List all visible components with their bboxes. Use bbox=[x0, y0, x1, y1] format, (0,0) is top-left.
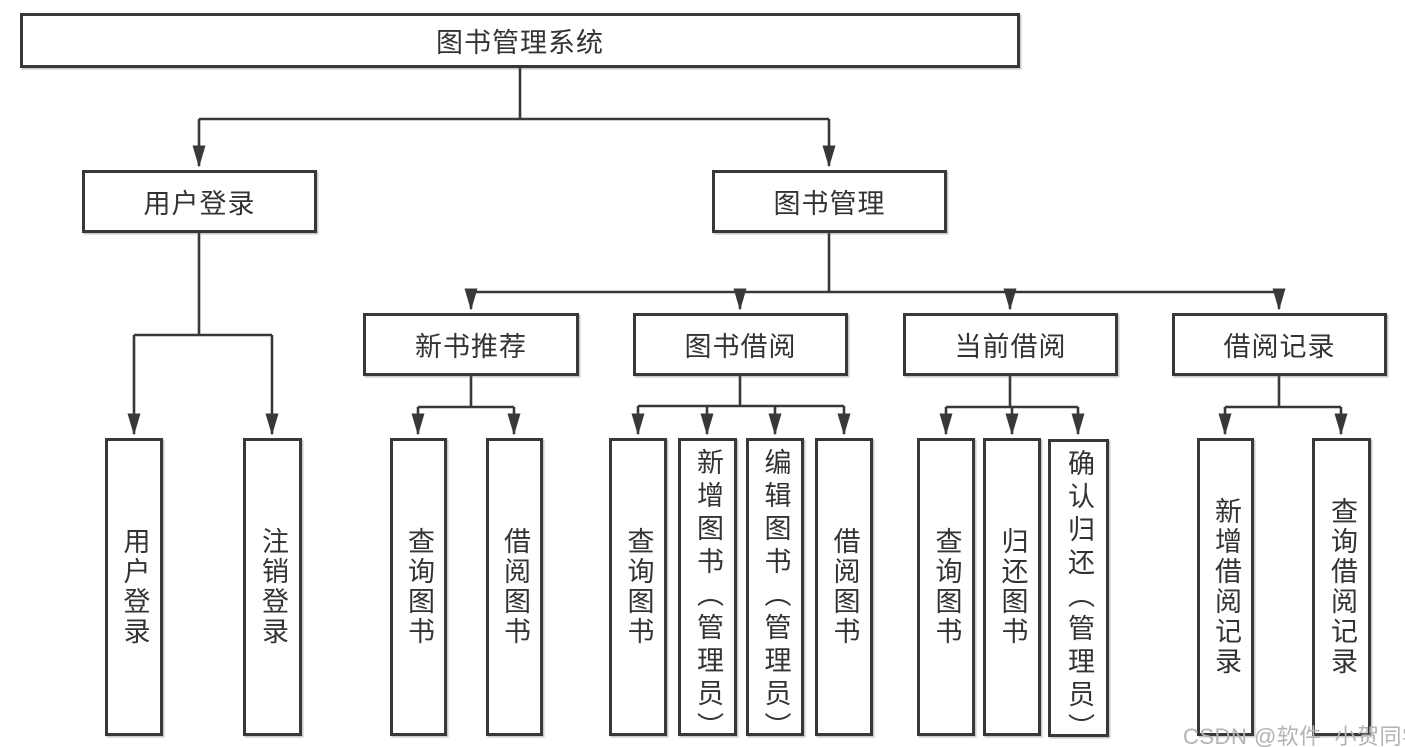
leaf-borrow-books-recommend: 借阅图书 bbox=[486, 438, 543, 736]
leaf-edit-book-admin: 编辑图书（管理员） bbox=[746, 438, 804, 745]
watermark: CSDN @软件_小贺同学 bbox=[1183, 724, 1405, 747]
leaf-label: 查询图书 bbox=[931, 527, 962, 647]
leaf-label: 查询图书 bbox=[623, 527, 654, 647]
leaf-label: 借阅图书 bbox=[829, 527, 860, 647]
node-new-book-recommendation: 新书推荐 bbox=[363, 313, 579, 376]
leaf-label: 注销登录 bbox=[258, 527, 288, 647]
leaf-query-borrow-record: 查询借阅记录 bbox=[1312, 438, 1371, 736]
connector-book-borrowing-children bbox=[631, 376, 851, 436]
leaf-label: 归还图书 bbox=[997, 527, 1028, 647]
leaf-user-login: 用户登录 bbox=[105, 438, 163, 736]
leaf-query-books-current: 查询图书 bbox=[917, 438, 975, 736]
connector-root-to-level2 bbox=[192, 68, 836, 168]
connector-borrowing-records-children bbox=[1218, 376, 1348, 436]
node-book-borrowing: 图书借阅 bbox=[633, 313, 848, 376]
leaf-label: 新增借阅记录 bbox=[1211, 497, 1241, 677]
node-label: 当前借阅 bbox=[954, 332, 1067, 362]
leaf-label: 编辑图书（管理员） bbox=[760, 448, 791, 745]
leaf-add-book-admin: 新增图书（管理员） bbox=[678, 438, 737, 745]
leaf-label: 新增图书（管理员） bbox=[693, 448, 723, 745]
node-label: 用户登录 bbox=[143, 189, 256, 219]
node-label: 图书借阅 bbox=[684, 332, 797, 362]
connector-current-borrowing-children bbox=[939, 376, 1085, 436]
node-label: 新书推荐 bbox=[415, 332, 527, 362]
leaf-borrow-books-borrowing: 借阅图书 bbox=[815, 438, 873, 736]
leaf-query-books-recommend: 查询图书 bbox=[390, 438, 447, 736]
leaf-label: 查询借阅记录 bbox=[1327, 497, 1357, 677]
leaf-label: 确认归还（管理员） bbox=[1064, 449, 1094, 746]
leaf-label: 查询图书 bbox=[404, 527, 434, 647]
leaf-return-books: 归还图书 bbox=[983, 438, 1041, 736]
node-label: 图书管理系统 bbox=[436, 28, 604, 58]
leaf-query-books-borrowing: 查询图书 bbox=[609, 438, 667, 736]
leaf-logout: 注销登录 bbox=[243, 438, 302, 736]
node-label: 借阅记录 bbox=[1223, 332, 1336, 362]
node-user-login: 用户登录 bbox=[82, 170, 317, 233]
node-book-management: 图书管理 bbox=[712, 170, 947, 233]
connector-book-management-children bbox=[464, 233, 1286, 311]
node-library-system: 图书管理系统 bbox=[20, 13, 1020, 68]
leaf-confirm-return-admin: 确认归还（管理员） bbox=[1048, 439, 1109, 746]
leaf-label: 用户登录 bbox=[119, 527, 150, 647]
leaf-add-borrow-record: 新增借阅记录 bbox=[1197, 438, 1254, 736]
leaf-label: 借阅图书 bbox=[500, 527, 530, 647]
node-borrowing-records: 借阅记录 bbox=[1172, 313, 1387, 376]
connector-new-book-recommendation-children bbox=[411, 376, 521, 436]
node-label: 图书管理 bbox=[773, 189, 886, 219]
node-current-borrowing: 当前借阅 bbox=[903, 313, 1118, 376]
connector-user-login-children bbox=[127, 233, 279, 436]
